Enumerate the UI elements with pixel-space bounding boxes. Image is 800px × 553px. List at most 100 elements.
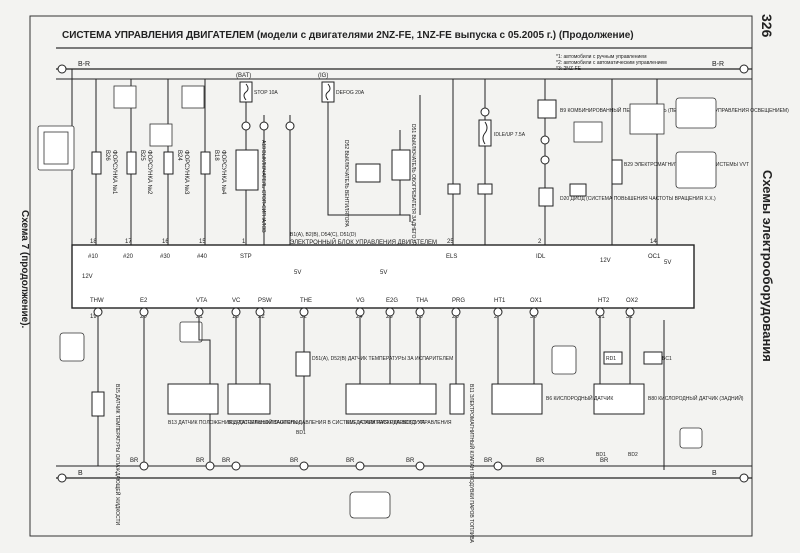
ground-label-1: BR — [130, 458, 139, 464]
connector-bd2: BD2 — [628, 452, 638, 458]
injector-2-id: B25 — [139, 150, 145, 161]
ecu-bot-name-8: E2G — [386, 298, 398, 304]
wire-color-bl: B — [78, 470, 83, 477]
idle-switch-label: B9 КОМБИНИРОВАННЫЙ ПЕРЕКЛЮЧАТЕЛЬ (ПЕРЕКЛ… — [560, 106, 789, 114]
connector-icon-rear — [679, 427, 703, 449]
evap-temp-label: D51(A), D52(B) ДАТЧИК ТЕМПЕРАТУРЫ ЗА ИСП… — [312, 356, 453, 362]
ecu-top-pin-5: 1 — [242, 239, 246, 245]
ecu-top-pin-2: 17 — [125, 239, 132, 245]
page-frame — [29, 15, 753, 537]
ecu-bot-name-3: VTA — [196, 298, 207, 304]
ground-label-5: BR — [346, 458, 355, 464]
wire-color-tr: B-R — [712, 61, 724, 68]
voltage-12v: 12V — [82, 274, 93, 280]
switch-boxes — [235, 99, 623, 207]
left-caption: Схема 7 (продолжение). — [19, 210, 30, 329]
voltage-5v-b: 5V — [380, 270, 387, 276]
maf-sensor-label: B16 ДАТЧИК РАСХОДА ВОЗДУХА — [346, 420, 426, 426]
injector-coils — [91, 151, 211, 175]
ecu-top-pin-8: 14 — [650, 239, 657, 245]
ecu-top-name-3: #30 — [160, 254, 171, 260]
ground-label-4: BR — [290, 458, 299, 464]
svg-text:(IG): (IG) — [318, 73, 328, 79]
ecu-bot-name-7: VG — [356, 298, 365, 304]
connector-bd1-b: BD1 — [596, 452, 606, 458]
bottom-wires — [97, 308, 665, 470]
ground-label-2: BR — [196, 458, 205, 464]
connector-rd1: RD1 — [606, 356, 616, 362]
ecu-bot-name-6: THE — [300, 298, 312, 304]
ecu-bot-pin-1: 19 — [90, 314, 97, 320]
injector-2-label: ФОРСУНКА №2 — [146, 150, 153, 195]
connector-icon-bottom — [349, 491, 391, 519]
connector-icon-o2 — [551, 345, 577, 375]
ecu-bot-name-2: E2 — [140, 298, 148, 304]
svg-text:STOP 10A: STOP 10A — [254, 90, 278, 96]
sensor-boxes — [91, 351, 663, 417]
ground-label-6: BR — [406, 458, 415, 464]
page-title: СИСТЕМА УПРАВЛЕНИЯ ДВИГАТЕЛЕМ (модели с … — [62, 30, 634, 41]
bottom-terminals — [93, 307, 635, 317]
power-steering-label: B33 ДАТЧИК-ВЫКЛЮЧАТЕЛЬ ДАВЛЕНИЯ В СИСТЕМ… — [228, 420, 452, 426]
ecu-bot-name-11: HT1 — [494, 298, 506, 304]
ecu-top-name-8: OC1 — [648, 254, 661, 260]
injector-4-id: B18 — [213, 150, 219, 161]
diode-label: D20 ДИОД (СИСТЕМА ПОВЫШЕНИЯ ЧАСТОТЫ ВРАЩ… — [560, 196, 716, 202]
ecu-bot-pin-5: 22 — [258, 314, 265, 320]
ground-terminals — [139, 461, 503, 471]
ecu-top-name-7: IDL — [536, 254, 546, 260]
ecu-bot-name-4: VC — [232, 298, 241, 304]
ecu-refs: B1(A), B2(B), D54(C), D51(D) — [290, 232, 356, 238]
voltage-12v-b: 12V — [600, 258, 611, 264]
defog-switch-label: D51 ВЫКЛЮЧАТЕЛЬ ОБОГРЕВАТЕЛЯ ЗАДНЕГО СТЕ… — [410, 124, 416, 260]
fuse-defog: (IG) DEFOG 20A — [318, 73, 365, 103]
connector-icons-right — [573, 97, 717, 189]
ecu-bot-pin-3: 21 — [196, 314, 203, 320]
middle-top-wires — [245, 79, 658, 245]
ecu-bot-name-14: OX2 — [626, 298, 639, 304]
ecu-top-pin-4: 15 — [199, 239, 206, 245]
connector-icons-left — [37, 85, 205, 362]
svg-text:DEFOG 20A: DEFOG 20A — [336, 90, 365, 96]
ground-label-3: BR — [222, 458, 231, 464]
svg-text:IDLE/UP 7.5A: IDLE/UP 7.5A — [494, 132, 526, 138]
rail-terminal-tl — [57, 64, 67, 74]
connector-bd1-a: BD1 — [296, 430, 306, 436]
ecu-top-name-6: ELS — [446, 254, 457, 260]
blower-switch-label: D52 ВЫКЛЮЧАТЕЛЬ ВЕНТИЛЯТОРА — [343, 140, 349, 228]
ecu-bot-name-10: PRG — [452, 298, 465, 304]
wire-color-br: B — [712, 470, 717, 477]
legend-2: *2: автомобили с автоматическим управлен… — [556, 60, 667, 66]
throttle-sensor-label: B13 ДАТЧИК ПОЛОЖЕНИЯ ДРОССЕЛЬНОЙ ЗАСЛОНК… — [168, 418, 301, 426]
o2-rear-label: B80 КИСЛОРОДНЫЙ ДАТЧИК (ЗАДНИЙ) — [648, 394, 744, 402]
ecu-block — [71, 244, 695, 309]
injector-3-label: ФОРСУНКА №3 — [183, 150, 190, 195]
o2-front-label: B6 КИСЛОРОДНЫЙ ДАТЧИК — [546, 394, 613, 402]
fuse-stop: (BAT) STOP 10A — [236, 73, 278, 103]
ecu-top-pin-1: 18 — [90, 239, 97, 245]
legend-3: *3: 2NZ-FE — [556, 66, 582, 72]
wire-color-tl: B-R — [78, 61, 90, 68]
ecu-top-pins: 18 17 16 15 1 25 2 14 #10 #20 #30 #40 ST… — [88, 239, 661, 260]
ground-label-9: BR — [600, 458, 609, 464]
ecu-top-pin-3: 16 — [162, 239, 169, 245]
ecu-bot-name-9: THA — [416, 298, 428, 304]
legend-1: *1: автомобили с ручным управлением — [556, 54, 647, 60]
coolant-sensor-label: B15 ДАТЧИК ТЕМПЕРАТУРЫ ОХЛАЖДАЮЩЕЙ ЖИДКО… — [114, 384, 122, 526]
injector-1-id: B26 — [104, 150, 110, 161]
voltage-5v-c: 5V — [664, 260, 671, 266]
injector-3-id: B24 — [176, 150, 182, 161]
ecu-bot-name-13: HT2 — [598, 298, 610, 304]
injector-1-label: ФОРСУНКА №1 — [111, 150, 118, 195]
injector-4-label: ФОРСУНКА №4 — [220, 150, 227, 195]
side-title: Схемы электрооборудования — [760, 170, 775, 362]
voltage-5v-a: 5V — [294, 270, 301, 276]
ground-label-7: BR — [484, 458, 493, 464]
ecu-top-pin-6: 25 — [447, 239, 454, 245]
fuse-idle: IDLE/UP 7.5A — [478, 119, 526, 147]
ecu-top-name-2: #20 — [123, 254, 134, 260]
ecu-title: ЭЛЕКТРОННЫЙ БЛОК УПРАВЛЕНИЯ ДВИГАТЕЛЕМ — [290, 238, 437, 246]
ecu-bot-name-12: OX1 — [530, 298, 543, 304]
